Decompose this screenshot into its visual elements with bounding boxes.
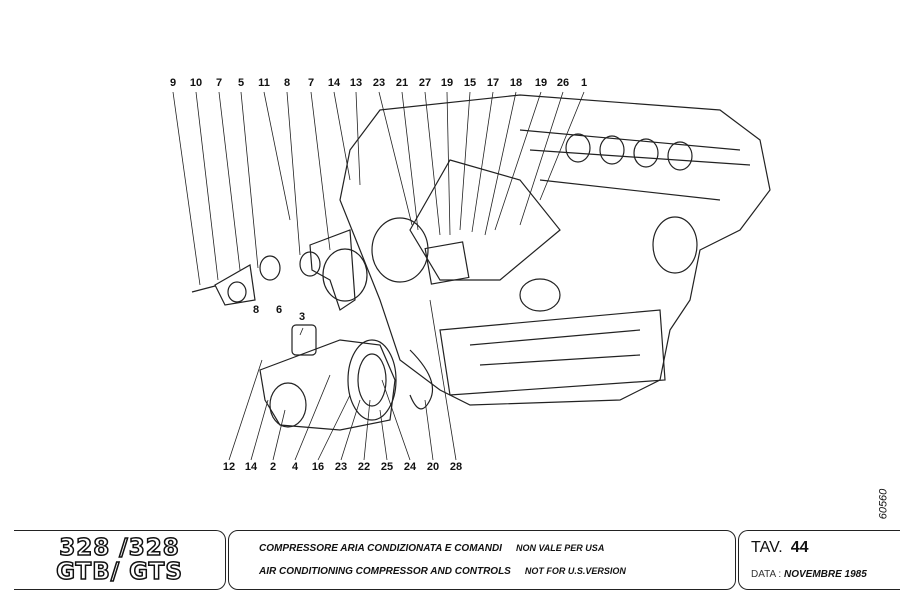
callout-label: 6 bbox=[275, 304, 283, 316]
callout-label: 2 bbox=[269, 461, 277, 473]
plate-box: TAV. 44 DATA : NOVEMBRE 1985 bbox=[738, 530, 900, 590]
title-en-text: AIR CONDITIONING COMPRESSOR AND CONTROLS bbox=[259, 566, 511, 577]
callout-label: 26 bbox=[556, 77, 570, 89]
tav-label: TAV. bbox=[751, 539, 783, 556]
bracket-and-tensioner bbox=[191, 229, 434, 410]
note-en: NOT FOR U.S.VERSION bbox=[524, 566, 626, 576]
document-number: 60560 bbox=[877, 488, 890, 520]
callout-label: 14 bbox=[327, 77, 341, 89]
callout-label: 3 bbox=[298, 311, 306, 323]
note-it: NON VALE PER USA bbox=[515, 543, 605, 553]
callout-label: 19 bbox=[440, 77, 454, 89]
callout-label: 7 bbox=[215, 77, 223, 89]
callout-label: 15 bbox=[463, 77, 477, 89]
callout-label: 8 bbox=[252, 304, 260, 316]
date-value: NOVEMBRE 1985 bbox=[783, 569, 867, 580]
callout-label: 23 bbox=[334, 461, 348, 473]
title-english: AIR CONDITIONING COMPRESSOR AND CONTROLS… bbox=[259, 566, 626, 577]
callout-label: 21 bbox=[395, 77, 409, 89]
title-it-text: COMPRESSORE ARIA CONDIZIONATA E COMANDI bbox=[259, 543, 502, 554]
callout-label: 1 bbox=[580, 77, 588, 89]
callout-label: 25 bbox=[380, 461, 394, 473]
callout-label: 28 bbox=[449, 461, 463, 473]
plate-number: TAV. 44 bbox=[751, 539, 809, 557]
date: DATA : NOVEMBRE 1985 bbox=[751, 569, 867, 580]
callout-label: 23 bbox=[372, 77, 386, 89]
description-box: COMPRESSORE ARIA CONDIZIONATA E COMANDI N… bbox=[228, 530, 736, 590]
date-label: DATA : bbox=[751, 569, 782, 580]
title-italian: COMPRESSORE ARIA CONDIZIONATA E COMANDI N… bbox=[259, 543, 604, 554]
callout-label: 14 bbox=[244, 461, 258, 473]
callout-label: 18 bbox=[509, 77, 523, 89]
callout-label: 20 bbox=[426, 461, 440, 473]
callout-label: 24 bbox=[403, 461, 417, 473]
callout-label: 9 bbox=[169, 77, 177, 89]
compressor bbox=[259, 324, 397, 431]
callout-label: 8 bbox=[283, 77, 291, 89]
callout-label: 12 bbox=[222, 461, 236, 473]
callout-label: 7 bbox=[307, 77, 315, 89]
model-logo: 328 /328 GTB/ GTS bbox=[14, 530, 226, 590]
callout-label: 22 bbox=[357, 461, 371, 473]
callout-label: 5 bbox=[237, 77, 245, 89]
callout-label: 13 bbox=[349, 77, 363, 89]
tav-number: 44 bbox=[790, 539, 809, 556]
callout-label: 16 bbox=[311, 461, 325, 473]
callout-label: 17 bbox=[486, 77, 500, 89]
callout-label: 10 bbox=[189, 77, 203, 89]
engine-block bbox=[322, 94, 771, 406]
callout-label: 19 bbox=[534, 77, 548, 89]
callout-label: 27 bbox=[418, 77, 432, 89]
logo-line-1: 328 /328 bbox=[59, 535, 180, 561]
callout-label: 4 bbox=[291, 461, 299, 473]
logo-line-2: GTB/ GTS bbox=[55, 559, 183, 585]
leader-lines bbox=[172, 91, 585, 461]
callout-label: 11 bbox=[258, 77, 270, 89]
